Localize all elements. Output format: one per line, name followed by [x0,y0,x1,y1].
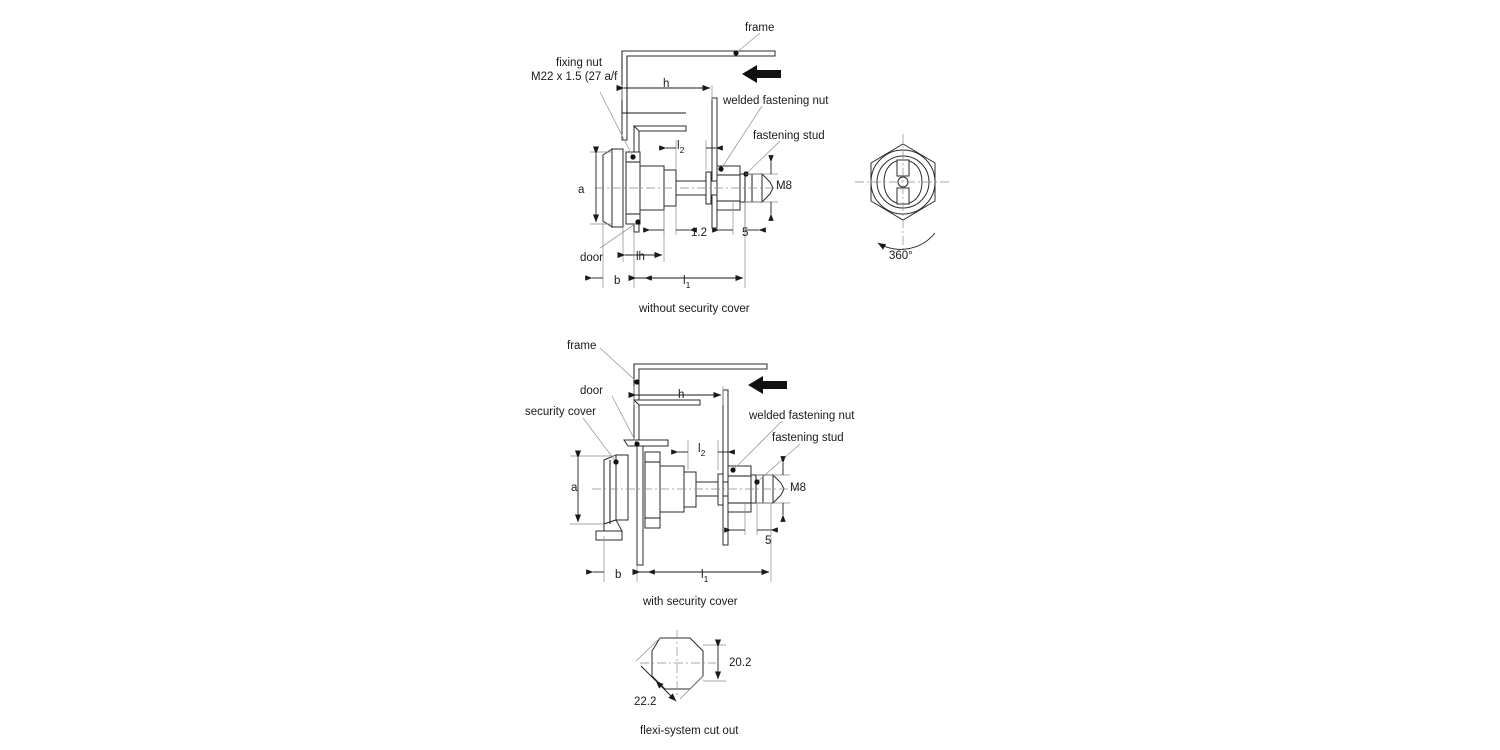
label-fixing-nut-line2: M22 x 1.5 (27 a/f [531,71,618,83]
figure-cutout [635,630,726,702]
dimension-h [616,84,713,100]
dim-text-22-2: 22.2 [634,696,657,708]
dim-sub-l1-2: 1 [703,574,709,585]
door-leaf-2 [636,439,644,566]
door-panel-2 [632,394,701,441]
dimension-l1 [628,202,746,288]
dim-text-360: 360° [889,250,913,262]
dim-text-m8-1: M8 [776,180,792,192]
dimension-h-2 [628,386,724,405]
leader-dot-stud-2 [754,479,760,485]
dim-text-h-1: h [663,78,670,90]
dimension-lh [617,210,665,262]
leader-dot-welded-nut-2 [730,467,736,473]
dimension-20-2 [703,639,726,682]
label-frame-1: frame [745,22,775,34]
dim-text-h-2: h [678,389,685,401]
dim-text-m8-2: M8 [790,482,806,494]
label-fixing-nut-line1: fixing nut [556,57,603,69]
label-frame-2: frame [567,340,597,352]
figure-with-security-cover [570,347,801,582]
dimension-m8 [745,155,778,221]
dim-text-1-2: 1.2 [691,227,707,239]
frame-profile-2 [633,363,768,396]
dim-text-l2-1: l2 [677,140,685,156]
dimension-l2-2 [671,440,735,470]
dim-text-lh-1: lh [636,251,645,263]
leader-dot-door [635,219,641,225]
leader-dot-door-2 [634,441,640,447]
dim-text-l2-2: l2 [698,443,706,459]
caption-flexi-system-cut-out: flexi-system cut out [640,725,739,737]
dim-text-l1-1: l1 [683,275,691,291]
keyway-notch-bottom [896,187,910,205]
dim-sub-l2-2: 2 [700,448,706,459]
dim-text-b-1: b [614,275,621,287]
rotation-arc [877,232,936,250]
figure-front-hex-view [855,134,951,250]
label-welded-fastening-nut-2: welded fastening nut [749,410,855,422]
caption-without-security-cover: without security cover [639,303,750,315]
lock-handle-arm-2 [623,439,669,447]
dimension-a [590,146,612,225]
dimension-l1-2 [632,503,772,582]
dim-text-20-2: 20.2 [729,657,752,669]
label-fastening-stud-1: fastening stud [753,130,825,142]
dimension-m8-2 [756,456,790,522]
welded-fastening-nut-part [716,165,741,211]
frame-flange-vertical-2 [722,389,729,546]
welded-fastening-nut-part-2 [727,465,752,513]
label-door-1: door [580,252,604,264]
dim-text-5-2: 5 [765,535,772,547]
direction-arrow-2 [748,376,787,394]
direction-arrow [742,65,781,83]
label-welded-fastening-nut-1: welded fastening nut [723,95,829,107]
dim-text-5-1: 5 [742,227,749,239]
dimension-l2 [659,140,723,170]
leader-dot-frame-2 [634,379,640,385]
dim-sub-l1-1: 1 [685,280,691,291]
frame-profile [621,50,776,141]
figure-without-security-cover [585,32,790,288]
dim-text-a-1: a [578,184,585,196]
caption-with-security-cover: with security cover [643,596,738,608]
dim-sub-l2-1: 2 [679,145,685,156]
dimension-22-2 [635,637,704,702]
label-security-cover: security cover [525,406,596,418]
leaders [599,32,781,249]
dimension-a-2 [570,450,616,525]
dimension-5-2 [724,503,778,535]
label-fastening-stud-2: fastening stud [772,432,844,444]
leader-dot-welded-nut [718,166,724,172]
leader-dot-fixing-nut [630,154,636,160]
cutout-shape [651,637,704,690]
frame-flange-vertical [711,97,718,229]
dim-text-a-2: a [571,482,578,494]
leader-dot-security-cover [613,459,619,465]
leader-dot-frame [733,50,739,56]
lock-body-assembly [602,148,734,228]
dim-text-b-2: b [615,569,622,581]
lock-handle-arm [632,125,687,132]
label-door-2: door [580,385,604,397]
dim-text-l1-2: l1 [701,569,709,585]
leaders-2 [582,347,801,485]
